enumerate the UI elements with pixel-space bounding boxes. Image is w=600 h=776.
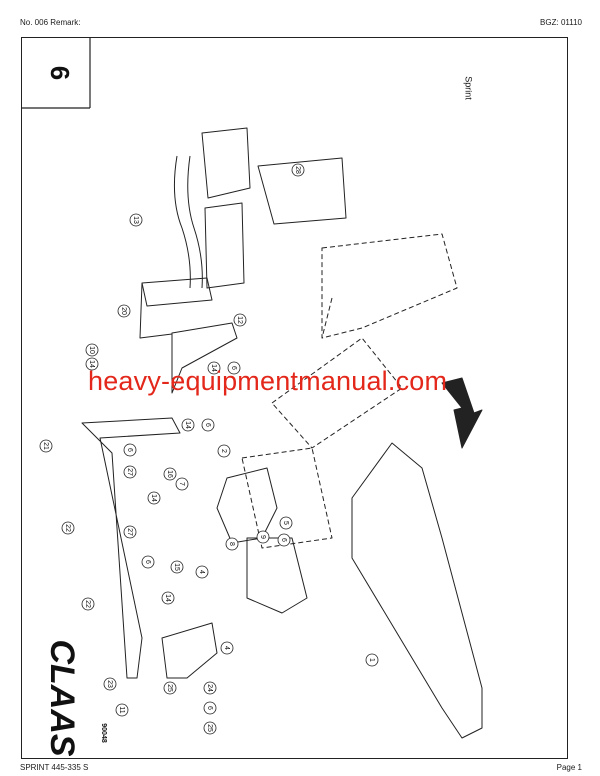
exploded-parts-diagram: 6 Sprint CLAAS 90048	[22, 38, 483, 756]
valve-block-2	[216, 467, 278, 544]
callout-label: 24	[206, 684, 213, 692]
callout-label: 6	[230, 366, 237, 370]
callout-8	[225, 537, 239, 551]
hydraulic-valve	[246, 537, 308, 614]
callout-label: 2	[220, 449, 227, 453]
page-number: 6	[45, 66, 75, 80]
callout-label: 27	[126, 468, 133, 476]
callout-22	[61, 521, 75, 535]
callout-label: 9	[259, 535, 266, 539]
callout-6b	[201, 418, 215, 432]
callout-label: 15	[173, 563, 180, 571]
figure-code: 90048	[100, 723, 107, 743]
callout-label: 14	[150, 494, 157, 502]
callout-label: 6	[126, 448, 133, 452]
callout-label: 6	[280, 538, 287, 542]
callout-14c	[181, 418, 195, 432]
callout-7	[175, 477, 189, 491]
footer-left: SPRINT 445-335 S	[20, 763, 89, 772]
callout-label: 22	[64, 524, 71, 532]
callout-label: 27	[126, 528, 133, 536]
arm-1	[351, 442, 483, 739]
direction-arrow	[441, 377, 483, 449]
callout-label: 10	[88, 346, 95, 354]
callout-14b	[207, 361, 221, 375]
callout-label: 4	[223, 646, 230, 650]
callout-27	[123, 465, 137, 479]
header-right: BGZ: 01110	[540, 18, 582, 27]
callout-label: 11	[118, 706, 125, 713]
callout-4b	[220, 641, 234, 655]
claas-logo: CLAAS	[43, 639, 81, 756]
callout-2	[217, 444, 231, 458]
callout-label: 1	[368, 658, 375, 662]
callout-16	[163, 467, 177, 481]
callout-label: 14	[184, 421, 191, 429]
callout-12	[233, 313, 247, 327]
callout-14d	[147, 491, 161, 505]
callout-label: 14	[210, 364, 217, 372]
callout-label: 12	[236, 316, 243, 324]
callout-25b	[203, 721, 217, 735]
watermark: heavy-equipmentmanual.com	[88, 366, 448, 396]
callout-9	[256, 530, 270, 544]
upper-bracket-block	[139, 127, 251, 339]
callout-label: 23	[106, 680, 113, 688]
callout-23	[103, 677, 117, 691]
bar-12	[171, 322, 238, 394]
callout-1	[365, 653, 379, 667]
callout-13	[129, 213, 143, 227]
callout-6	[227, 361, 241, 375]
callout-label: 7	[178, 482, 185, 486]
callout-label: 4	[198, 570, 205, 574]
callout-6e	[141, 555, 155, 569]
callout-22b	[81, 597, 95, 611]
drawing-frame	[21, 37, 568, 759]
callout-label: 22	[84, 600, 91, 608]
callout-10	[85, 343, 99, 357]
callout-label: 5	[282, 521, 289, 525]
callout-label: 14	[88, 360, 95, 368]
callout-11	[115, 703, 129, 717]
callout-15	[170, 560, 184, 574]
angle-frame-21	[81, 417, 181, 679]
callout-label: 14	[164, 594, 171, 602]
callout-label: 8	[228, 542, 235, 546]
callout-label: 6	[206, 706, 213, 710]
callout-label: 25	[166, 684, 173, 692]
callout-6c	[123, 443, 137, 457]
header-left: No. 006 Remark:	[20, 18, 81, 27]
bracket-24	[161, 622, 218, 679]
callout-14	[85, 357, 99, 371]
callout-label: 20	[120, 307, 127, 315]
footer-right: Page 1	[556, 763, 582, 772]
callout-label: 13	[132, 216, 139, 224]
cover-plate	[257, 157, 347, 225]
callout-5	[279, 516, 293, 530]
callout-label: 25	[206, 724, 213, 732]
callout-6d	[277, 533, 291, 547]
callout-14e	[161, 591, 175, 605]
callout-label: 21	[42, 442, 49, 450]
frame-member-dashed	[241, 233, 458, 549]
callout-4	[195, 565, 209, 579]
callout-24	[203, 681, 217, 695]
callout-27b	[123, 525, 137, 539]
callout-21	[39, 439, 53, 453]
callout-label: 6	[144, 560, 151, 564]
callout-25	[163, 681, 177, 695]
callout-label: 28	[294, 166, 301, 174]
callout-label: 6	[204, 423, 211, 427]
callout-group	[39, 163, 379, 735]
callout-6f	[203, 701, 217, 715]
plate-caption: Sprint	[464, 76, 474, 100]
callout-20	[117, 304, 131, 318]
callout-label: 16	[166, 470, 173, 478]
callout-28	[291, 163, 305, 177]
